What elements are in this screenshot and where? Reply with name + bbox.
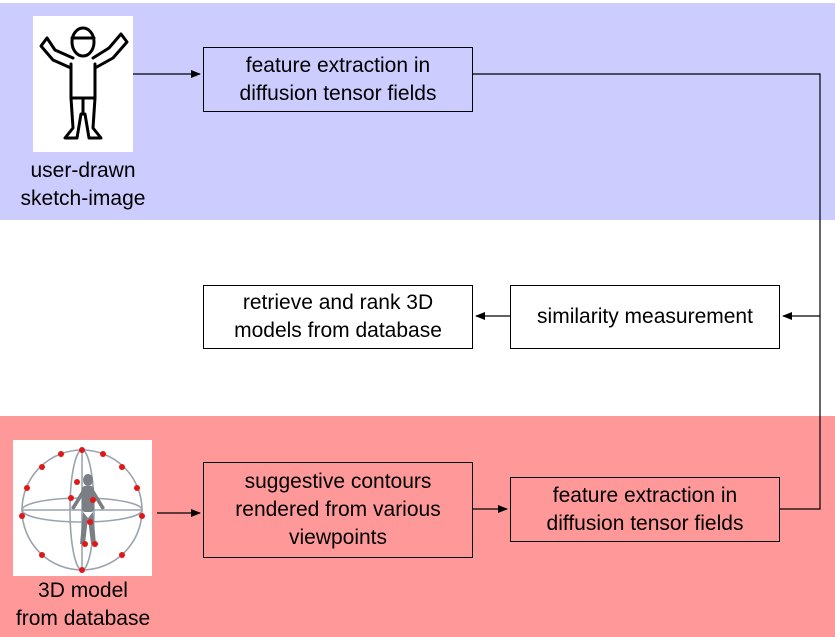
model-thumbnail [13, 440, 152, 576]
similarity-measurement-label: similarity measurement [537, 305, 753, 328]
suggestive-contours-label: suggestive contours rendered from variou… [235, 470, 441, 549]
sketch-caption: user-drawn sketch-image [20, 159, 146, 210]
connector-bottom-feature-to-similarity [780, 316, 821, 510]
stick-figure-sketch-icon [39, 26, 129, 140]
connector-top-feature-to-similarity [473, 73, 821, 320]
model-feature-extraction-label: feature extraction in diffusion tensor f… [546, 483, 744, 535]
query-feature-extraction-label: feature extraction in diffusion tensor f… [239, 53, 437, 105]
similarity-measurement-box: similarity measurement [510, 285, 780, 349]
sketch-thumbnail [33, 16, 133, 152]
suggestive-contours-box: suggestive contours rendered from variou… [203, 462, 473, 558]
retrieve-rank-box: retrieve and rank 3D models from databas… [203, 285, 473, 349]
retrieve-rank-label: retrieve and rank 3D models from databas… [234, 291, 442, 342]
model-feature-extraction-box: feature extraction in diffusion tensor f… [510, 477, 780, 542]
query-feature-extraction-box: feature extraction in diffusion tensor f… [203, 47, 473, 112]
3d-model-sphere-icon [19, 447, 145, 573]
model-caption: 3D model from database [15, 579, 151, 630]
